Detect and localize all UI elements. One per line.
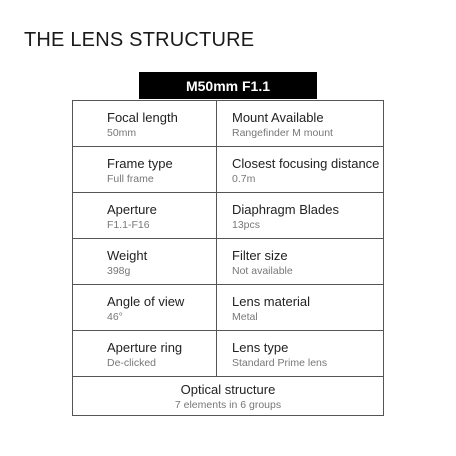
spec-cell-aperture-ring: Aperture ring De-clicked <box>73 331 217 376</box>
spec-value: 0.7m <box>232 173 256 185</box>
spec-row-aperture: Aperture F1.1-F16 Diaphragm Blades 13pcs <box>73 193 383 239</box>
spec-cell-aperture: Aperture F1.1-F16 <box>73 193 217 238</box>
spec-value: 7 elements in 6 groups <box>174 399 282 411</box>
spec-label: Optical structure <box>180 382 276 397</box>
page-title: THE LENS STRUCTURE <box>24 29 255 51</box>
spec-label: Diaphragm Blades <box>232 202 339 217</box>
spec-value: 13pcs <box>232 219 261 231</box>
spec-label: Angle of view <box>107 294 185 309</box>
spec-label: Lens material <box>232 294 311 309</box>
spec-label: Aperture ring <box>107 340 183 355</box>
spec-row-aperture-ring: Aperture ring De-clicked Lens type Stand… <box>73 331 383 377</box>
spec-row-weight: Weight 398g Filter size Not available <box>73 239 383 285</box>
spec-value: Full frame <box>107 173 154 185</box>
spec-label: Aperture <box>107 202 157 217</box>
spec-row-focal-length: Focal length 50mm Mount Available Rangef… <box>73 101 383 147</box>
spec-row-frame-type: Frame type Full frame Closest focusing d… <box>73 147 383 193</box>
spec-cell-angle-of-view: Angle of view 46° <box>73 285 217 330</box>
spec-row-angle-of-view: Angle of view 46° Lens material Metal <box>73 285 383 331</box>
spec-cell-filter-size: Filter size Not available <box>217 239 383 284</box>
spec-cell-weight: Weight 398g <box>73 239 217 284</box>
spec-value: Not available <box>232 265 293 277</box>
spec-value: 50mm <box>107 127 137 139</box>
spec-table: Focal length 50mm Mount Available Rangef… <box>72 100 384 416</box>
spec-cell-frame-type: Frame type Full frame <box>73 147 217 192</box>
spec-cell-lens-material: Lens material Metal <box>217 285 383 330</box>
spec-cell-mount-available: Mount Available Rangefinder M mount <box>217 101 383 146</box>
spec-cell-diaphragm-blades: Diaphragm Blades 13pcs <box>217 193 383 238</box>
spec-value: 398g <box>107 265 131 277</box>
spec-label: Filter size <box>232 248 288 263</box>
spec-value: Metal <box>232 311 258 323</box>
spec-label: Lens type <box>232 340 289 355</box>
spec-cell-lens-type: Lens type Standard Prime lens <box>217 331 383 376</box>
spec-label: Mount Available <box>232 110 324 125</box>
spec-value: De-clicked <box>107 357 157 369</box>
spec-cell-focal-length: Focal length 50mm <box>73 101 217 146</box>
spec-value: F1.1-F16 <box>107 219 150 231</box>
spec-label: Focal length <box>107 110 178 125</box>
model-banner: M50mm F1.1 <box>139 72 317 99</box>
spec-value: Standard Prime lens <box>232 357 328 369</box>
spec-cell-closest-focusing-distance: Closest focusing distance 0.7m <box>217 147 383 192</box>
spec-value: Rangefinder M mount <box>232 127 333 139</box>
spec-label: Closest focusing distance <box>232 156 380 171</box>
spec-value: 46° <box>107 311 123 323</box>
spec-label: Weight <box>107 248 148 263</box>
spec-label: Frame type <box>107 156 173 171</box>
spec-row-optical-structure: Optical structure 7 elements in 6 groups <box>73 377 383 415</box>
